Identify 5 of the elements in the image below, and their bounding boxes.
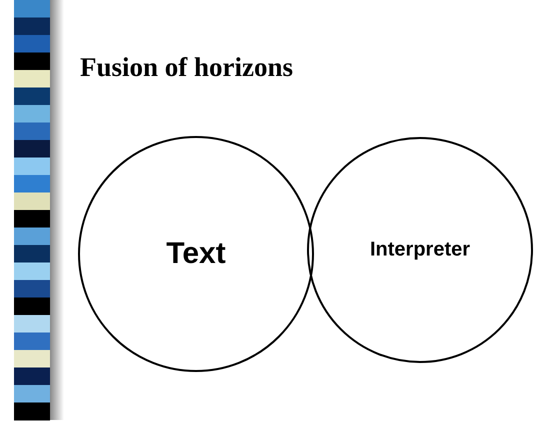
node-label: Text bbox=[165, 237, 227, 271]
circle-node bbox=[78, 136, 314, 372]
title: Fusion of horizons bbox=[80, 52, 294, 83]
node-label: Interpreter bbox=[368, 238, 472, 262]
circle-node bbox=[307, 137, 533, 363]
